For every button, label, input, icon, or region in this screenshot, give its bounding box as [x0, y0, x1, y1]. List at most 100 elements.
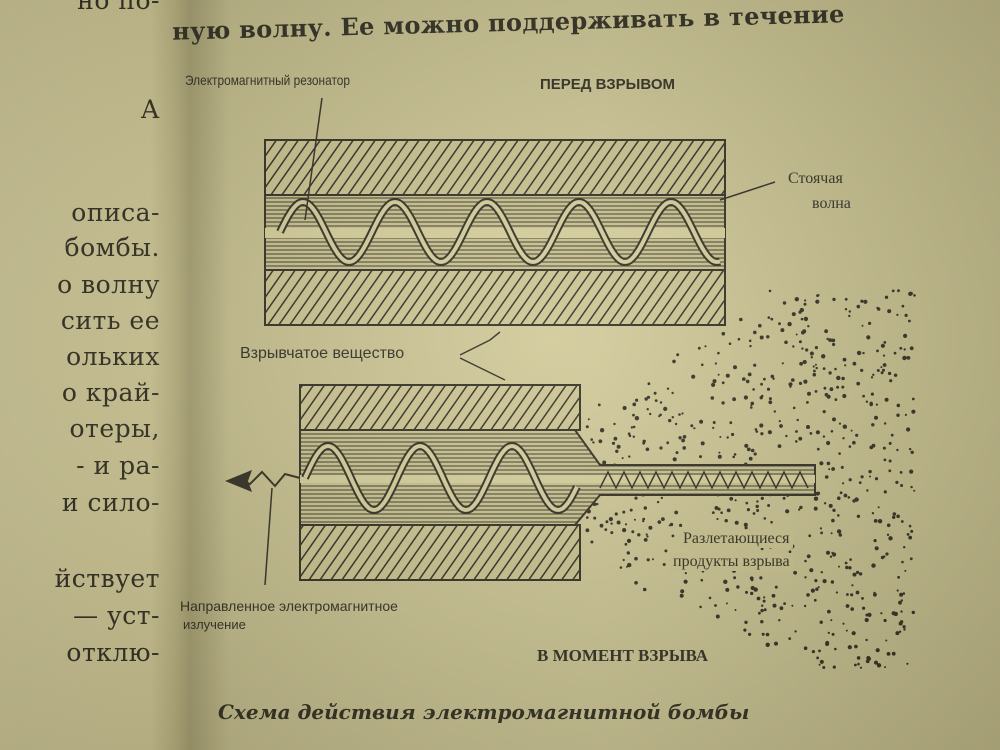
particle-dot [750, 448, 755, 453]
particle-dot [876, 663, 882, 668]
left-text-line: и сило- [61, 488, 160, 517]
particle-dot [684, 572, 687, 575]
particle-dot [837, 376, 841, 380]
particle-dot [856, 656, 861, 660]
particle-dot [681, 438, 685, 443]
particle-dot [877, 307, 881, 311]
particle-dot [592, 441, 595, 444]
particle-dot [657, 520, 662, 524]
particle-dot [904, 413, 908, 416]
particle-dot [858, 481, 862, 484]
particle-dot [715, 614, 720, 619]
particle-dot [760, 620, 764, 624]
particle-dot [739, 317, 743, 322]
particle-dot [871, 512, 875, 515]
particle-dot [779, 606, 784, 611]
particle-dot [847, 645, 852, 650]
particle-dot [876, 369, 880, 372]
particle-dot [908, 535, 913, 540]
particle-dot [869, 475, 871, 478]
particle-dot [826, 440, 831, 446]
leader-lines [264, 97, 776, 586]
particle-dot [823, 502, 827, 505]
particle-dot [873, 539, 877, 543]
particle-dot [777, 444, 782, 448]
particle-dot [721, 331, 726, 336]
particle-dot [825, 640, 830, 645]
particle-dot [785, 434, 788, 438]
particle-dot [734, 609, 737, 611]
particle-dot [716, 517, 719, 521]
particle-dot [720, 511, 723, 514]
particle-dot [850, 429, 853, 432]
particle-dot [836, 385, 840, 389]
label-moment-of-explosion: В МОМЕНТ ВЗРЫВА [537, 646, 708, 665]
label-radiation: излучение [183, 617, 246, 632]
particle-dot [844, 364, 847, 367]
particle-dot [895, 631, 900, 636]
core-axis [300, 475, 815, 483]
particle-dot [848, 445, 852, 448]
particle-dot [903, 348, 906, 351]
particle-dot [717, 454, 722, 459]
label-radiation: Направленное электромагнитное [180, 598, 398, 614]
particle-dot [792, 345, 795, 348]
left-text-line: - и ра- [76, 451, 160, 480]
particle-dot [763, 608, 767, 612]
explosive-layer-top [264, 139, 726, 196]
particle-dot [900, 520, 904, 523]
particle-dot [770, 520, 773, 524]
particle-dot [632, 413, 635, 417]
particle-dot [812, 365, 815, 368]
particle-dot [837, 514, 840, 517]
particle-dot [648, 525, 653, 530]
particle-dot [882, 446, 886, 450]
particle-dot [880, 555, 885, 560]
particle-dot [874, 660, 878, 665]
particle-dot [708, 596, 712, 600]
particle-dot [632, 425, 636, 429]
particle-dot [795, 440, 798, 443]
particle-dot [682, 446, 686, 450]
particle-dot [590, 438, 593, 441]
particle-dot [873, 592, 877, 597]
particle-dot [842, 357, 847, 362]
label-standing-wave: волна [812, 195, 851, 212]
particle-dot [674, 422, 678, 426]
particle-dot [828, 468, 831, 471]
particle-dot [906, 533, 910, 536]
particle-dot [897, 289, 900, 293]
particle-dot [659, 446, 663, 450]
particle-dot [834, 647, 837, 651]
particle-dot [793, 570, 797, 575]
particle-dot [900, 484, 904, 487]
particle-dot [822, 435, 826, 438]
particle-dot [659, 413, 662, 417]
particle-dot [880, 343, 886, 348]
particle-dot [805, 348, 809, 352]
particle-dot [760, 432, 764, 436]
particle-dot [806, 401, 809, 404]
particle-dot [832, 297, 836, 302]
particle-dot [734, 520, 739, 525]
particle-dot [867, 612, 872, 618]
particle-dot [870, 376, 874, 379]
particle-dot [746, 508, 751, 512]
compressed-wave [599, 470, 809, 490]
particle-dot [717, 373, 720, 376]
particle-dot [604, 528, 608, 531]
particle-dot [862, 351, 865, 355]
particle-dot [616, 520, 621, 525]
particle-dot [883, 618, 887, 623]
resonator-before [264, 139, 726, 326]
particle-dot [886, 533, 890, 536]
particle-dot [813, 496, 819, 501]
particle-dot [848, 310, 851, 313]
particle-dot [799, 307, 804, 313]
particle-dot [630, 426, 634, 429]
particle-dot [844, 297, 848, 301]
particle-dot [596, 502, 599, 506]
particle-dot [728, 342, 732, 346]
particle-dot [626, 551, 630, 555]
particle-dot [911, 409, 916, 414]
